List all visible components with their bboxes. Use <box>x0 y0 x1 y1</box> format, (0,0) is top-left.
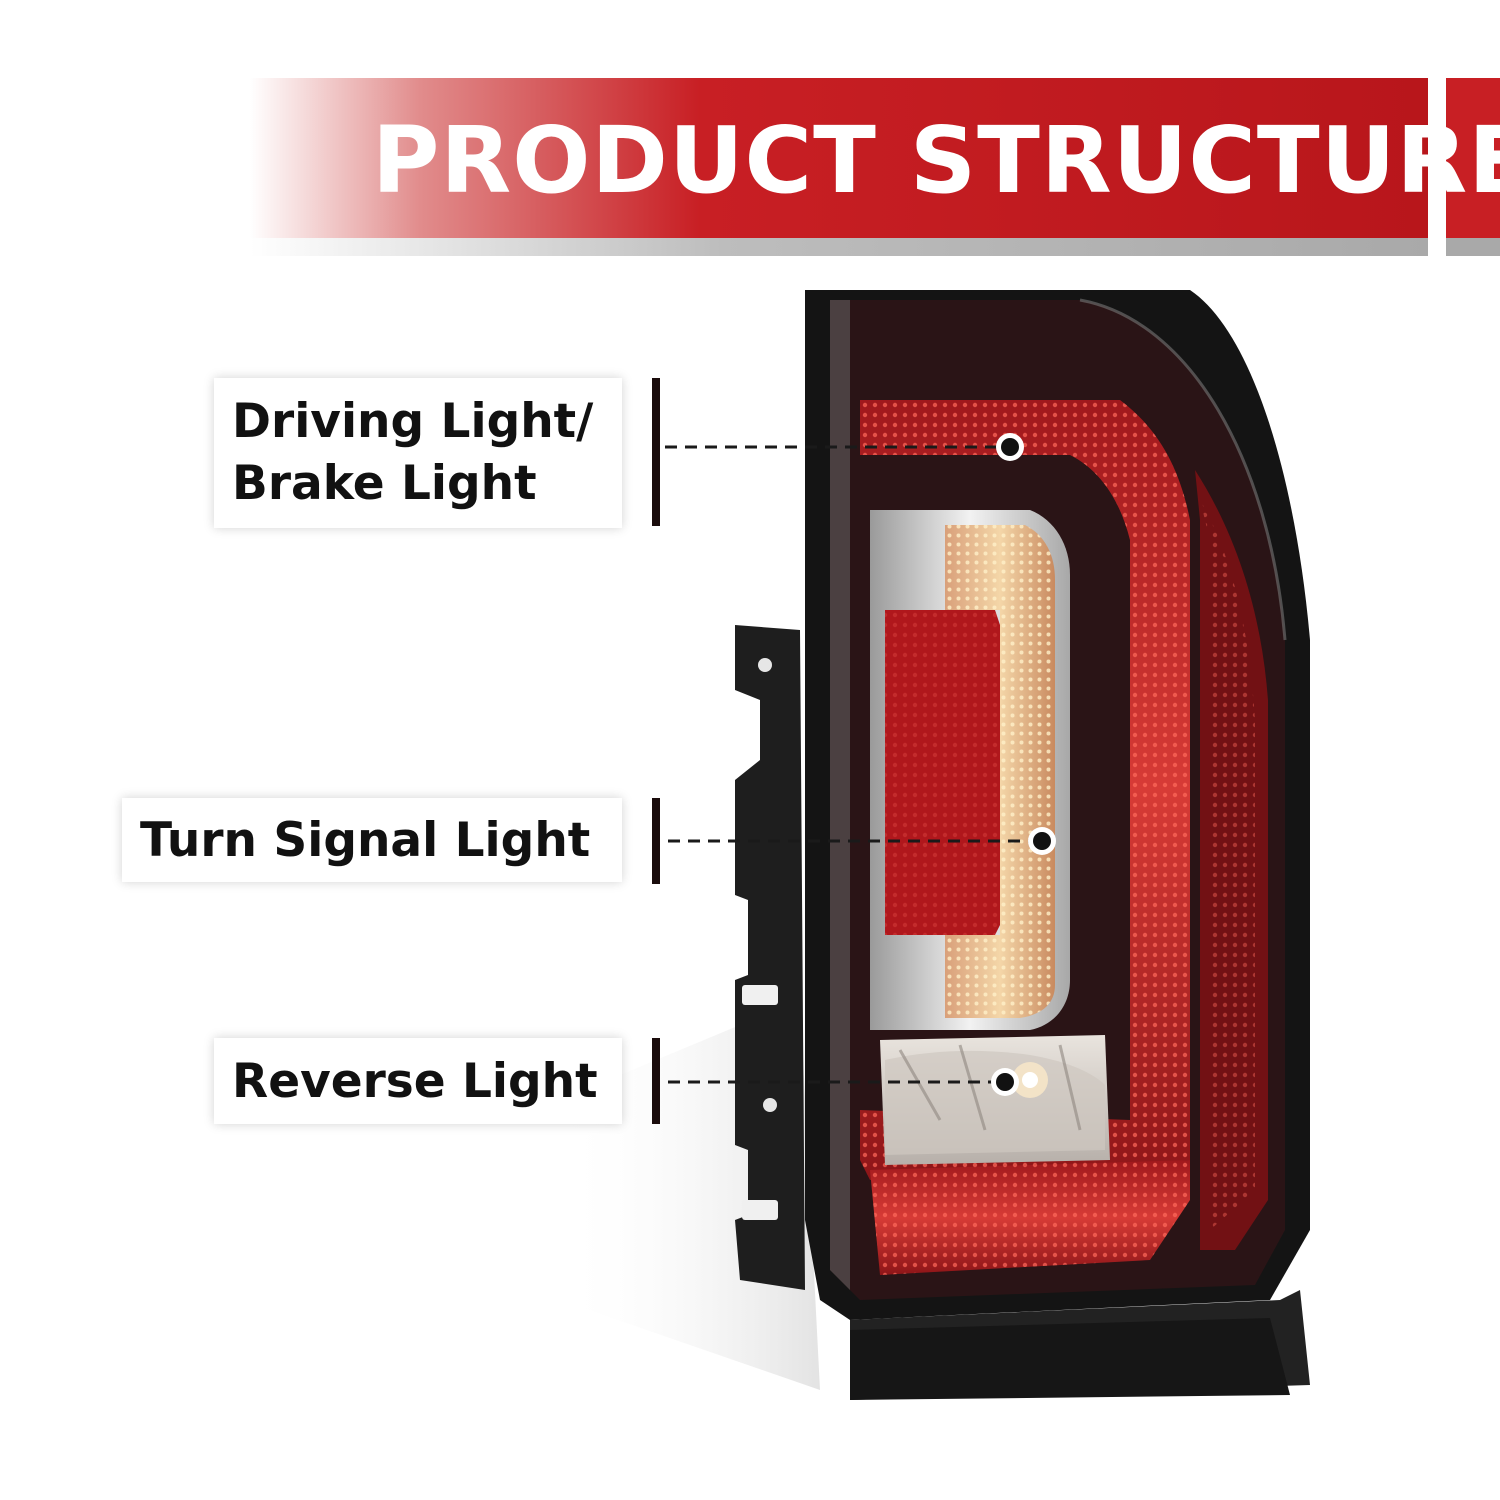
header-banner-end-shadow <box>1446 238 1500 256</box>
callout-label-line: Brake Light <box>232 456 537 511</box>
callout-dot-brake <box>1001 438 1019 456</box>
header-banner-shadow <box>250 238 1428 256</box>
page-title: PRODUCT STRUCTURE <box>372 107 1500 214</box>
callout-bar-reverse <box>652 1038 660 1124</box>
callout-dot-turn <box>1033 832 1051 850</box>
callout-label-reverse-light: Reverse Light <box>214 1038 622 1124</box>
callout-label-brake-light: Driving Light/ Brake Light <box>214 378 622 528</box>
callout-bar-turn <box>652 798 660 884</box>
callout-label-line: Turn Signal Light <box>140 812 591 868</box>
callout-dot-reverse <box>996 1073 1014 1091</box>
callout-bar-brake <box>652 378 660 526</box>
callout-label-turn-signal: Turn Signal Light <box>122 798 622 882</box>
callout-label-line: Reverse Light <box>232 1053 598 1109</box>
header-banner-end-tab <box>1446 78 1500 238</box>
callout-label-line: Driving Light/ <box>232 394 594 449</box>
header-banner <box>0 78 1428 238</box>
